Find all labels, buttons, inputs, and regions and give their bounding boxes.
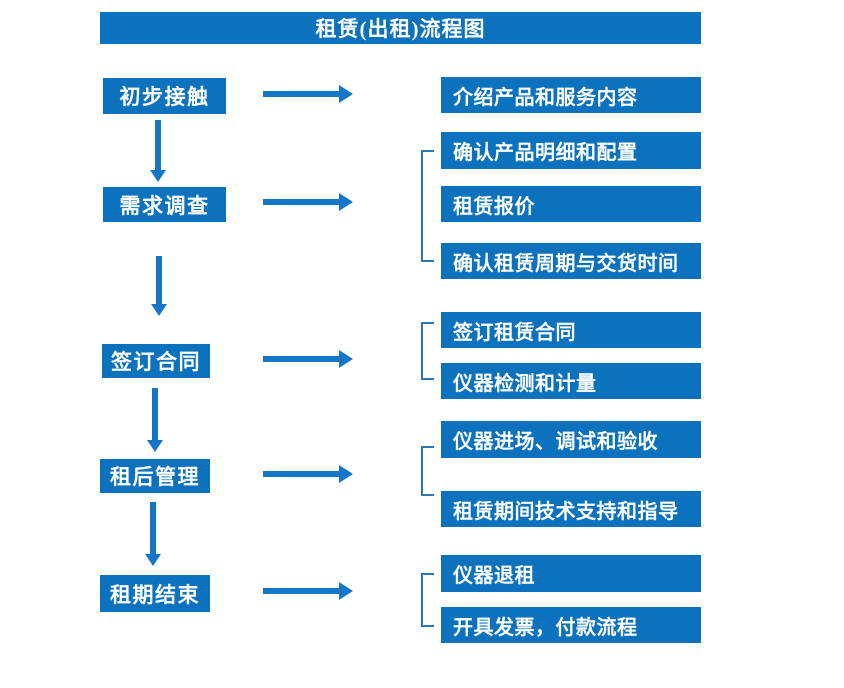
arrow-head [151, 304, 167, 316]
step-box-initial-contact: 初步接触 [103, 78, 226, 114]
detail-box-introduce-products: 介绍产品和服务内容 [441, 77, 701, 113]
flowchart-title: 租赁(出租)流程图 [100, 12, 701, 44]
arrow-down-icon [150, 120, 166, 182]
arrow-down-icon [151, 256, 167, 316]
bracket-demand-survey-details [421, 150, 434, 262]
step-box-post-rental-management: 租后管理 [100, 459, 210, 493]
arrow-right-icon [263, 582, 353, 600]
detail-box-instrument-test-measure: 仪器检测和计量 [441, 363, 701, 399]
arrow-shaft [263, 471, 340, 477]
arrow-shaft [263, 356, 340, 362]
arrow-head [147, 440, 163, 452]
arrow-right-icon [263, 465, 353, 483]
step-box-demand-survey: 需求调查 [103, 187, 226, 222]
arrow-shaft [152, 388, 158, 441]
detail-box-sign-rental-contract: 签订租赁合同 [441, 312, 701, 348]
detail-box-rental-quote: 租赁报价 [441, 186, 701, 222]
arrow-shaft [263, 588, 340, 594]
detail-box-confirm-product-config: 确认产品明细和配置 [441, 132, 701, 169]
step-box-rental-end: 租期结束 [100, 575, 210, 612]
arrow-head [339, 465, 353, 483]
bracket-sign-contract-details [421, 322, 434, 380]
arrow-shaft [156, 256, 162, 305]
detail-box-tech-support: 租赁期间技术支持和指导 [441, 491, 701, 527]
arrow-shaft [263, 199, 340, 205]
arrow-head [339, 85, 353, 103]
arrow-shaft [150, 502, 156, 555]
arrow-right-icon [263, 350, 353, 368]
arrow-right-icon [263, 85, 353, 103]
arrow-head [150, 170, 166, 182]
step-box-sign-contract: 签订合同 [102, 344, 210, 378]
arrow-head [145, 554, 161, 566]
detail-box-instrument-return: 仪器退租 [441, 555, 701, 592]
bracket-rental-end-details [421, 573, 434, 627]
detail-box-instrument-setup-acceptance: 仪器进场、调试和验收 [441, 421, 701, 458]
arrow-down-icon [147, 388, 163, 452]
arrow-shaft [155, 120, 161, 171]
arrow-head [339, 350, 353, 368]
detail-box-confirm-period-delivery: 确认租赁周期与交货时间 [441, 243, 701, 279]
detail-box-invoice-payment: 开具发票，付款流程 [441, 607, 701, 643]
arrow-head [339, 193, 353, 211]
arrow-right-icon [263, 193, 353, 211]
arrow-head [339, 582, 353, 600]
arrow-down-icon [145, 502, 161, 566]
arrow-shaft [263, 91, 340, 97]
bracket-post-rental-details [421, 446, 434, 496]
